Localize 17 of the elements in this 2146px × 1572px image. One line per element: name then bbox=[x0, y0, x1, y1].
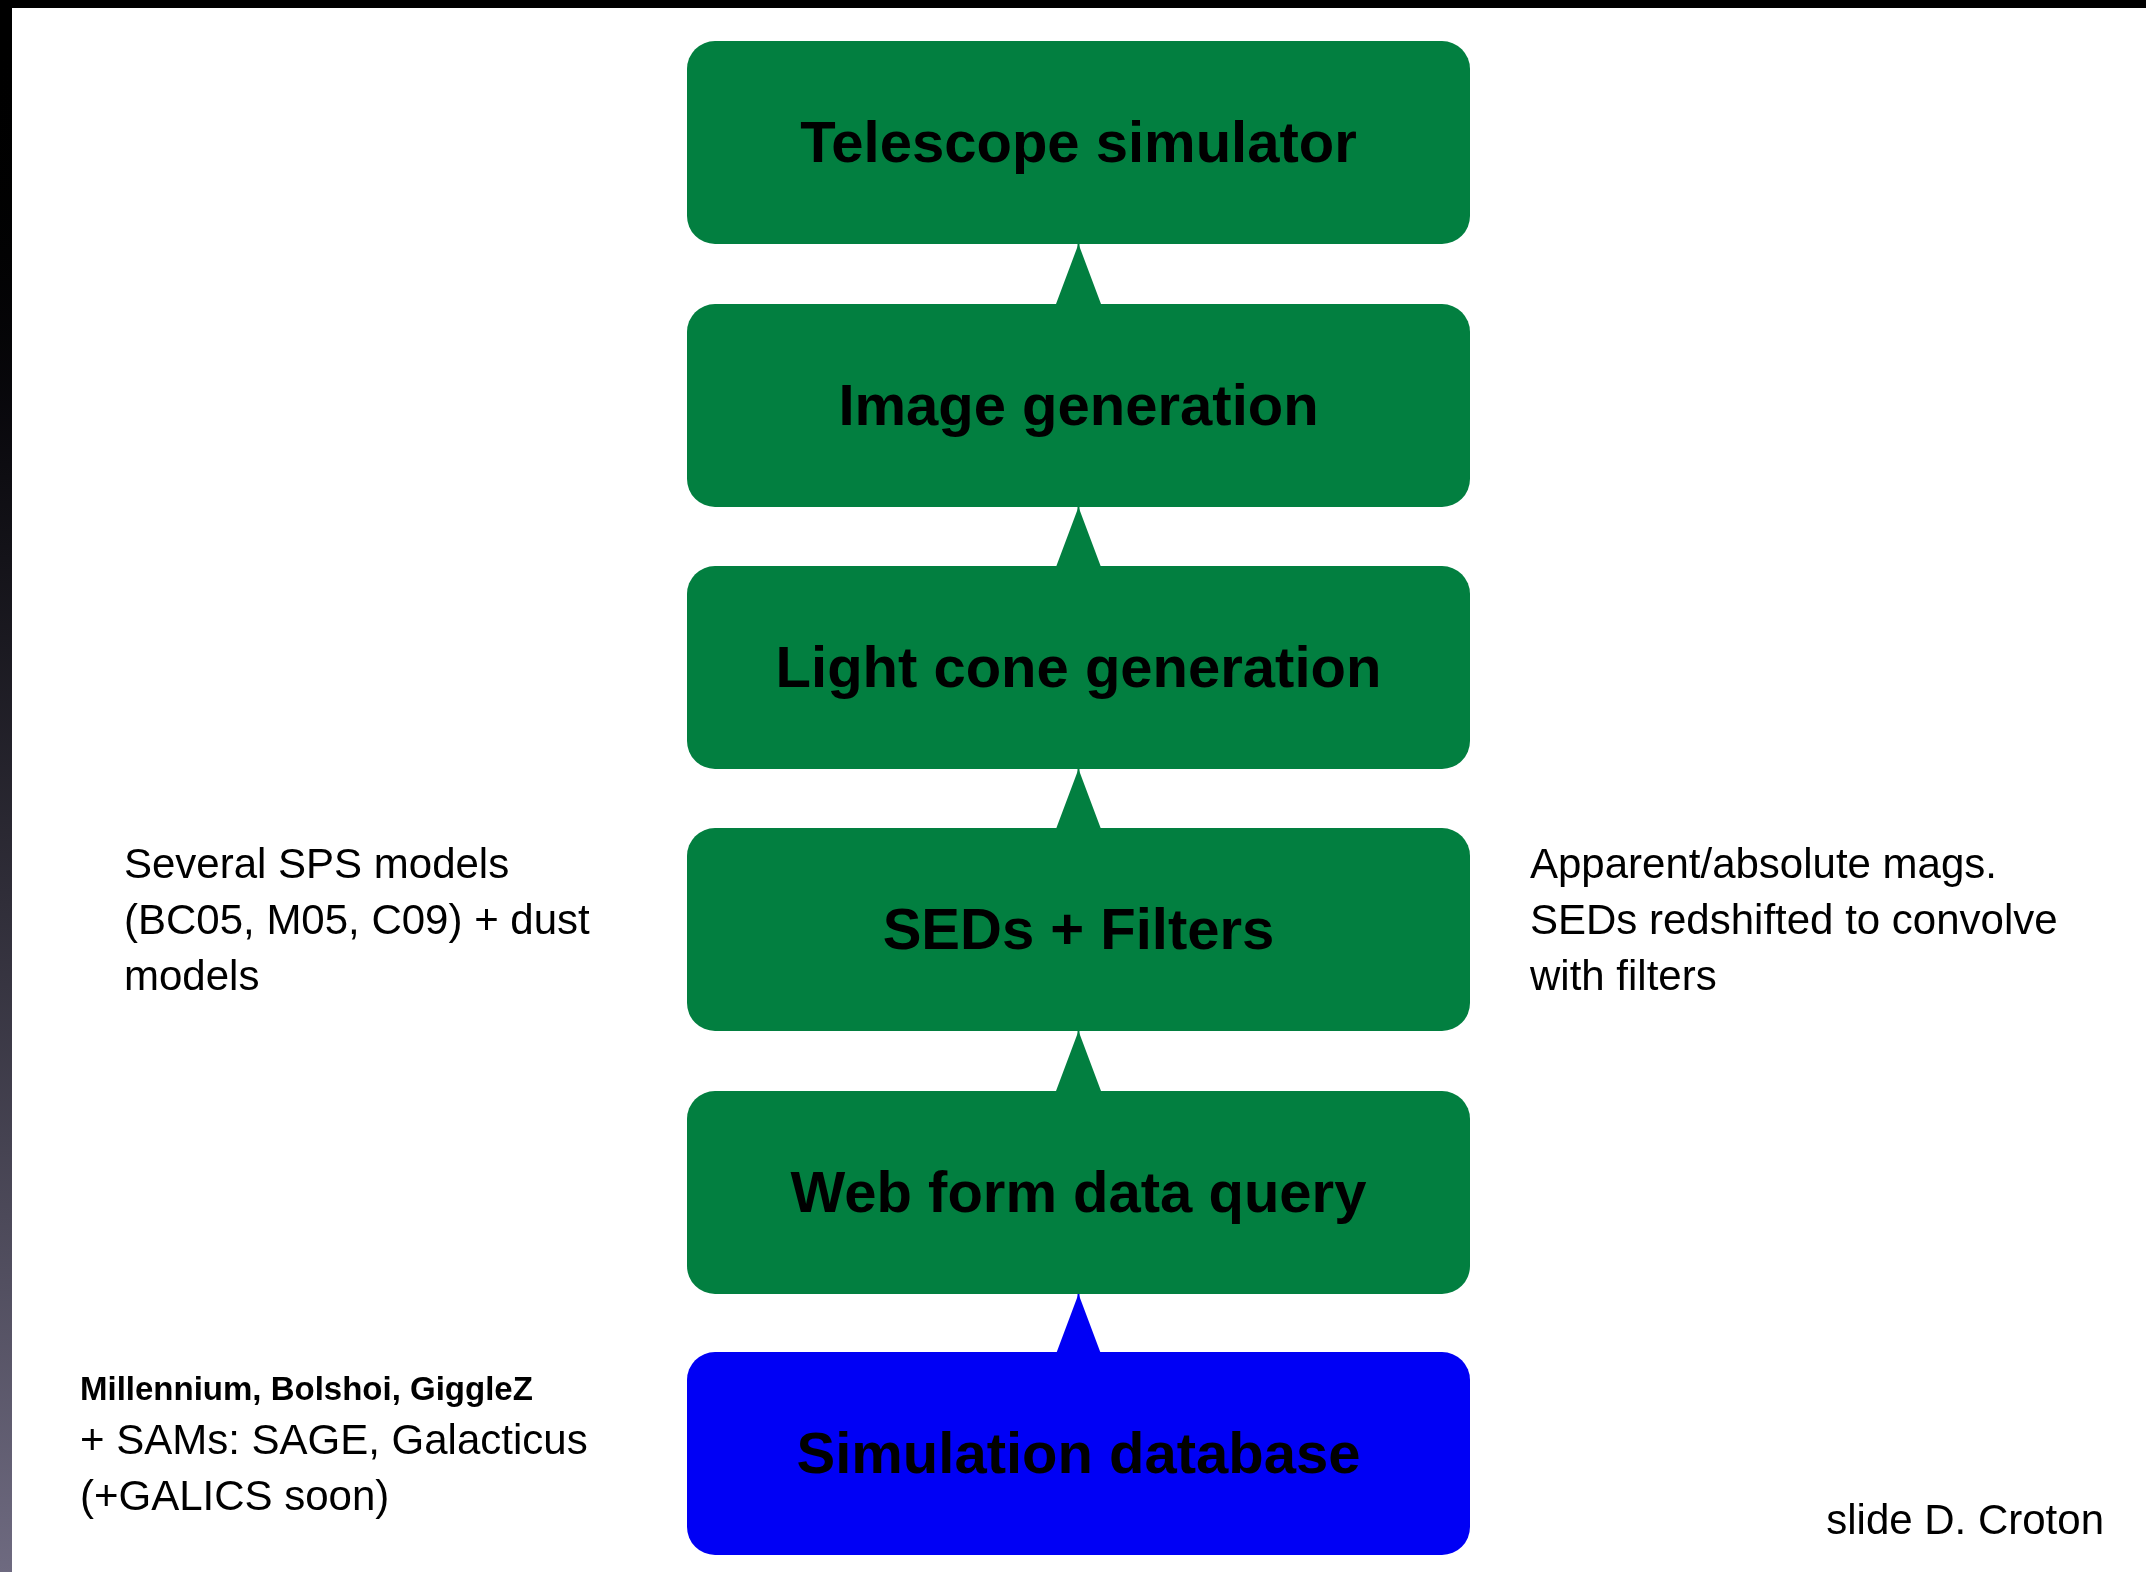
process-box bbox=[687, 1091, 1470, 1294]
credit-text: slide D. Croton bbox=[1826, 1495, 2104, 1545]
box-label: Telescope simulator bbox=[800, 108, 1357, 177]
side-note: + SAMs: SAGE, Galacticus (+GALICS soon) bbox=[80, 1415, 589, 1521]
box-label: Light cone generation bbox=[775, 633, 1382, 702]
side-note: Millennium, Bolshoi, GiggleZ bbox=[80, 1369, 534, 1409]
process-box bbox=[687, 1352, 1470, 1555]
process-box bbox=[687, 41, 1470, 244]
box-label: Simulation database bbox=[796, 1419, 1361, 1488]
side-note: Several SPS models (BC05, M05, C09) + dust models bbox=[124, 839, 591, 1001]
side-note: Apparent/absolute mags. SEDs redshifted to convolve with filters bbox=[1530, 839, 2059, 1001]
box-label: SEDs + Filters bbox=[882, 895, 1275, 964]
process-box bbox=[687, 828, 1470, 1031]
process-box bbox=[687, 304, 1470, 507]
box-label: Image generation bbox=[838, 371, 1319, 440]
process-box bbox=[687, 566, 1470, 769]
box-label: Web form data query bbox=[790, 1158, 1367, 1227]
